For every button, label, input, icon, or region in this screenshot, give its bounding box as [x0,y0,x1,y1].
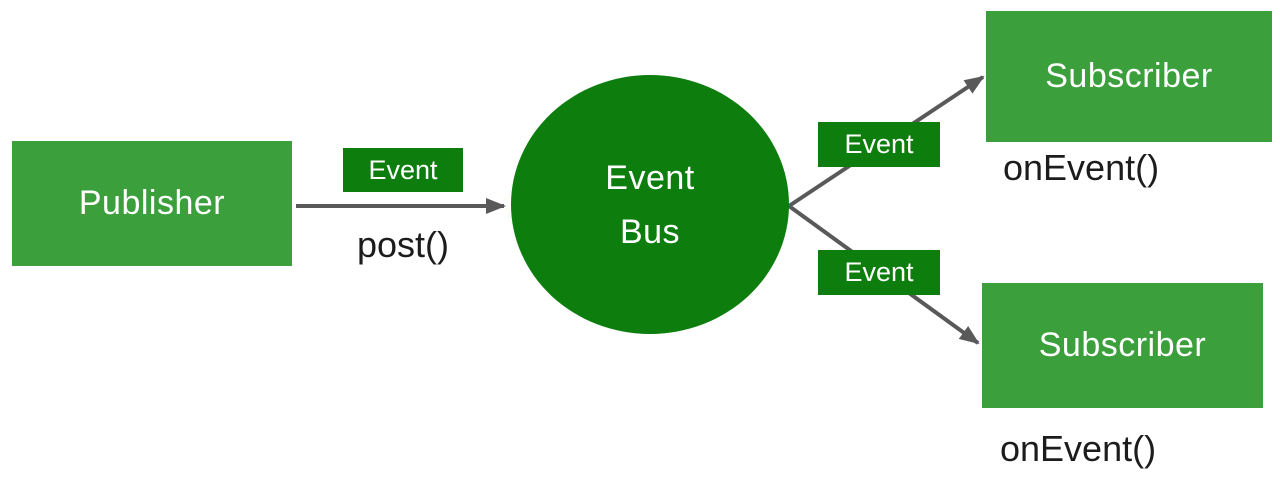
onevent-top-method-label: onEvent() [1003,147,1160,188]
event-bus-node: Event Bus [511,75,789,334]
event-bus-label-line2: Bus [619,212,681,251]
publisher-label: Publisher [78,184,226,222]
deliver-bottom-event-tag-label: Event [844,257,914,287]
publish-event-tag-label: Event [368,154,438,185]
onevent-bottom-method-label: onEvent() [1000,428,1157,469]
deliver-top-event-tag-label: Event [844,129,914,159]
post-method-label: post() [357,224,450,265]
subscriber-bottom-node: Subscriber [982,283,1263,408]
deliver-top-event-tag: Event [818,122,940,167]
subscriber-top-label: Subscriber [1045,57,1213,95]
publish-event-tag: Event [343,148,463,192]
event-bus-label-line1: Event [605,158,695,197]
subscriber-bottom-label: Subscriber [1038,326,1207,364]
publisher-node: Publisher [12,141,292,266]
subscriber-top-node: Subscriber [986,11,1272,142]
deliver-bottom-event-tag: Event [818,250,940,295]
